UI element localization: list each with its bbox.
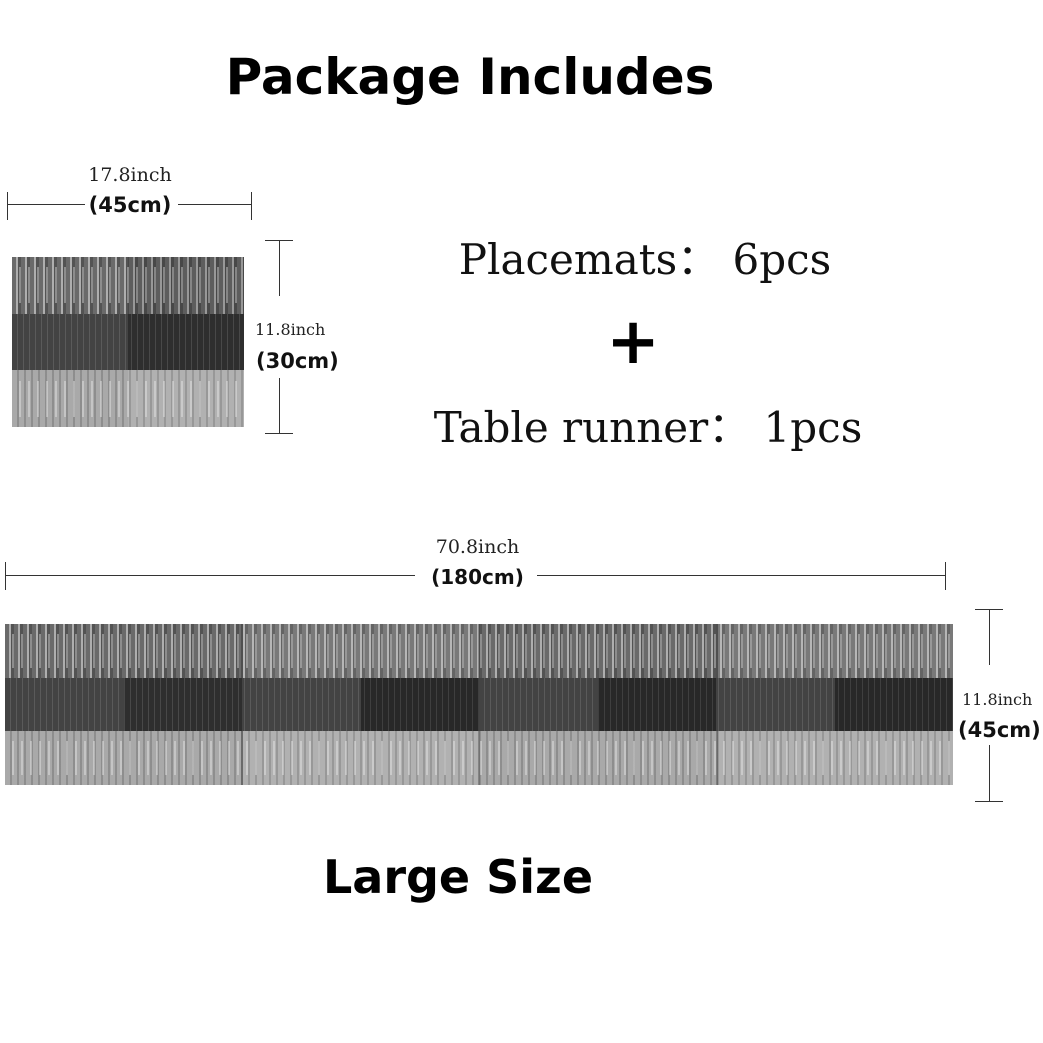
dimension-line-right	[178, 204, 252, 205]
dimension-tick-bottom	[265, 433, 293, 434]
dimension-tick-right	[251, 192, 252, 220]
dimension-tick-left	[7, 192, 8, 220]
placemat-image	[12, 257, 244, 427]
runner-width-cm: (180cm)	[431, 565, 524, 589]
plus-sign: +	[606, 305, 660, 379]
dimension-line-bottom	[989, 745, 990, 801]
placemat-width-cm: (45cm)	[88, 193, 172, 217]
table-runner-count: Table runner： 1pcs	[433, 403, 863, 452]
placemat-width-inch: 17.8inch	[88, 164, 172, 186]
table-runner-image	[5, 624, 953, 785]
dimension-line-top	[279, 240, 280, 296]
placemats-count: Placemats： 6pcs	[458, 235, 832, 284]
dimension-line-left	[5, 575, 415, 576]
placemat-height-cm: (30cm)	[256, 349, 339, 373]
dimension-line-left	[7, 204, 85, 205]
dimension-line-top	[989, 609, 990, 665]
dimension-tick-left	[5, 562, 6, 590]
placemat-height-inch: 11.8inch	[255, 320, 326, 339]
runner-width-inch: 70.8inch	[435, 536, 520, 558]
dimension-tick-right	[945, 562, 946, 590]
page-title: Package Includes	[225, 48, 715, 106]
dimension-line-bottom	[279, 378, 280, 433]
runner-height-inch: 11.8inch	[962, 690, 1033, 709]
dimension-tick-bottom	[975, 801, 1003, 802]
size-heading: Large Size	[322, 850, 594, 904]
runner-height-cm: (45cm)	[958, 718, 1041, 742]
dimension-line-right	[537, 575, 946, 576]
